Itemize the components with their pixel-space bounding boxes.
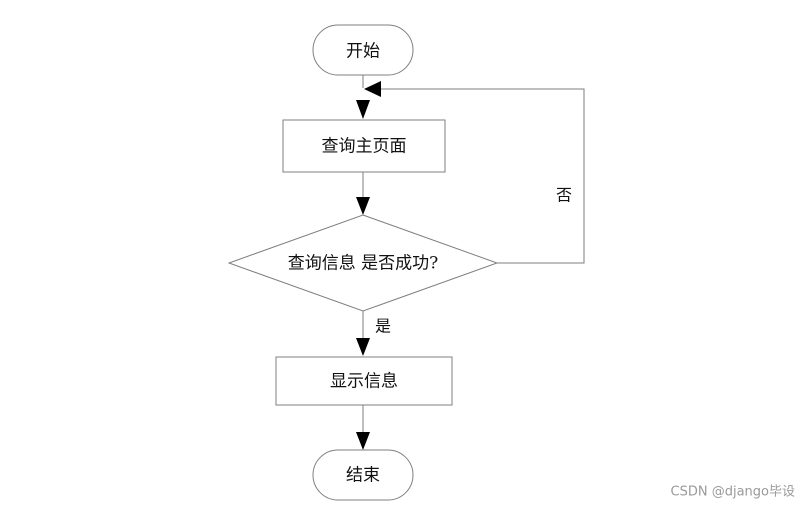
arrow-into-show-info <box>356 338 370 356</box>
end-label: 结束 <box>346 466 380 486</box>
yes-branch-label: 是 <box>375 317 391 336</box>
query-home-process <box>282 119 446 173</box>
arrow-into-decision <box>356 197 370 215</box>
query-home-label: 查询主页面 <box>322 137 407 157</box>
show-info-process <box>275 356 453 406</box>
start-terminator <box>312 24 414 76</box>
decision-diamond <box>227 214 499 312</box>
end-terminator <box>312 449 414 501</box>
arrow-into-query-home <box>356 100 370 119</box>
start-label: 开始 <box>346 42 380 62</box>
watermark: CSDN @django毕设 <box>671 485 795 500</box>
connector-decision-no-loop <box>381 88 585 264</box>
arrow-into-end <box>356 432 370 450</box>
no-branch-label: 否 <box>556 186 572 205</box>
decision-label: 查询信息 是否成功? <box>288 254 439 274</box>
show-info-label: 显示信息 <box>330 372 398 392</box>
arrow-loop-back <box>364 81 381 97</box>
